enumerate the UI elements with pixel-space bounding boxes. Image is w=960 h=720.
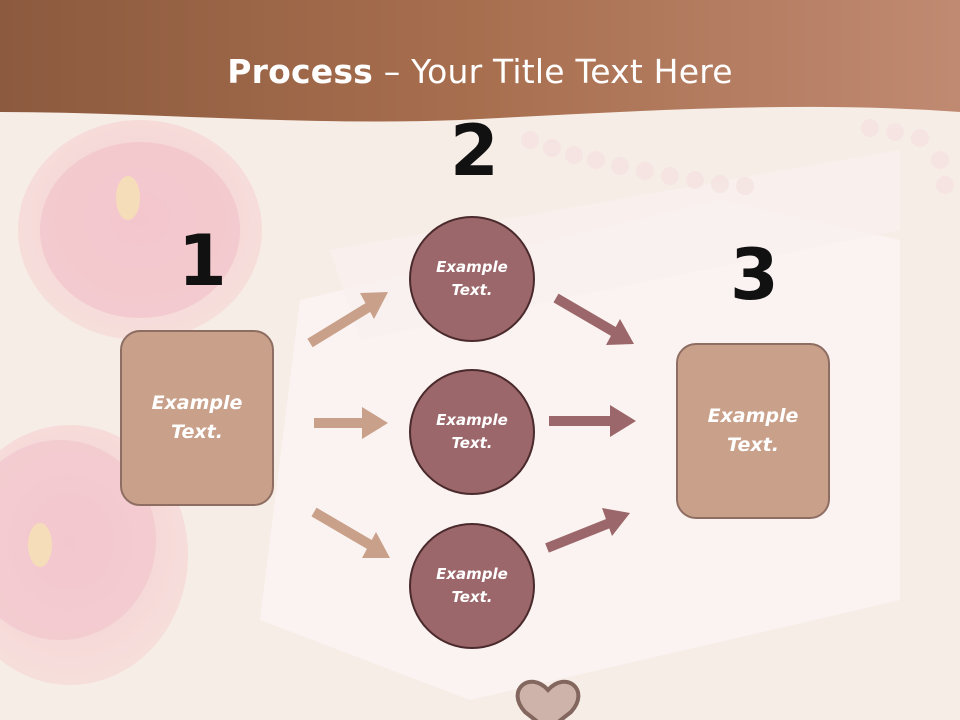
arrow-left-to-top	[307, 292, 388, 348]
process-box-right[interactable]: Example Text.	[676, 343, 830, 519]
step-number-3: 3	[730, 234, 779, 316]
process-box-left-label: Example Text.	[151, 392, 243, 443]
title-bold: Process	[227, 52, 374, 91]
process-box-right-label: Example Text.	[707, 405, 799, 456]
process-circle-top-label: Example Text.	[436, 258, 508, 299]
arrow-top-to-right	[553, 293, 634, 345]
step-number-1: 1	[178, 220, 227, 302]
slide-title: Process – Your Title Text Here	[0, 52, 960, 91]
arrow-left-to-middle	[314, 407, 388, 439]
process-circle-bottom[interactable]: Example Text.	[409, 523, 535, 649]
arrow-middle-to-right	[549, 405, 636, 437]
title-rest: – Your Title Text Here	[373, 52, 733, 91]
process-circle-top[interactable]: Example Text.	[409, 216, 535, 342]
process-circle-middle-label: Example Text.	[436, 411, 508, 452]
arrow-bottom-to-right	[545, 508, 630, 553]
process-circle-bottom-label: Example Text.	[436, 565, 508, 606]
process-circle-middle[interactable]: Example Text.	[409, 369, 535, 495]
process-box-left[interactable]: Example Text.	[120, 330, 274, 506]
step-number-2: 2	[450, 110, 499, 192]
arrow-left-to-bottom	[311, 507, 390, 558]
